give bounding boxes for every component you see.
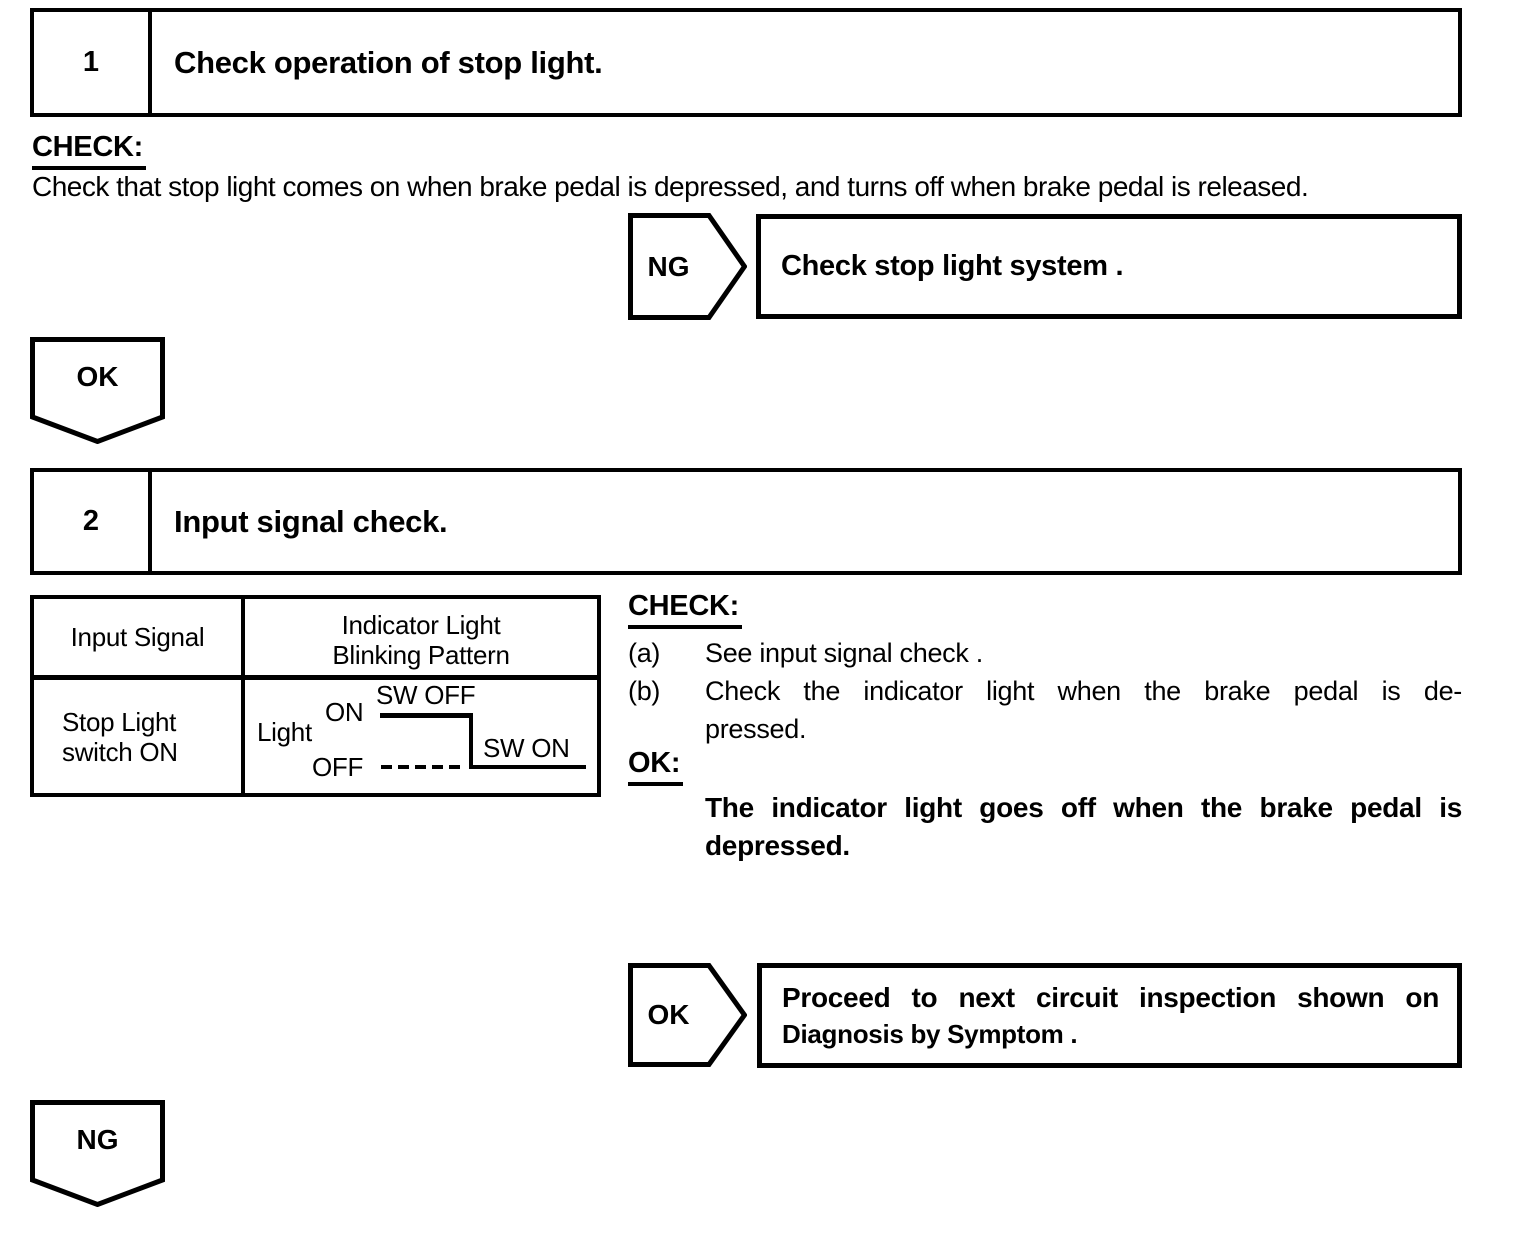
step1-title: Check operation of stop light. (174, 44, 603, 80)
step1-header-box: 1 Check operation of stop light. (30, 8, 1462, 117)
item-b-line2: pressed. (705, 714, 807, 744)
step2-ok-section: OK: (628, 748, 684, 786)
step2-ok-result: The indicator light goes off when the br… (705, 789, 1462, 865)
step2-ok-label: OK (647, 999, 690, 1030)
waveform-sw-on-label: SW ON (483, 733, 570, 763)
waveform-low-line (473, 765, 586, 769)
step1-ok-label: OK (76, 361, 119, 392)
table-column-divider (241, 599, 245, 793)
step2-ok-connector: OK (628, 963, 747, 1067)
table-cell-line2: switch ON (62, 736, 178, 767)
input-signal-table: Input Signal Indicator Light Blinking Pa… (30, 595, 601, 797)
ng-arrow-down-icon (30, 1100, 165, 1207)
ok-result-line1: The indicator light goes off when the br… (705, 792, 1462, 823)
step1-number: 1 (34, 12, 152, 113)
table-cell-stop-light-switch: Stop Light switch ON (34, 680, 241, 793)
step2-check-heading: CHECK: (628, 591, 742, 629)
step1-ng-connector: NG (628, 213, 747, 320)
waveform-cell: Light ON SW OFF OFF SW ON (245, 680, 597, 793)
step2-ng-connector: NG (30, 1100, 165, 1207)
ng-arrow-right-icon (628, 213, 747, 320)
table-header-line1: Indicator Light (341, 609, 501, 640)
table-header-divider (34, 675, 597, 680)
waveform-sw-off-label: SW OFF (376, 680, 476, 710)
ok-result-line2: depressed. (705, 830, 850, 861)
item-a-text: See input signal check . (705, 638, 983, 668)
check-item-a: (a) See input signal check . (628, 634, 1462, 672)
table-header-input-signal: Input Signal (70, 621, 205, 652)
item-a-marker: (a) (628, 638, 661, 668)
waveform-step-line (469, 713, 473, 769)
item-b-text: Check the indicator light when the brake… (705, 672, 1462, 748)
waveform-off-dashed-line (381, 765, 465, 769)
table-header-blinking-pattern: Indicator Light Blinking Pattern (245, 599, 597, 680)
step1-ng-label: NG (647, 250, 690, 282)
step2-ng-label: NG (76, 1124, 119, 1155)
waveform-off-label: OFF (312, 752, 364, 782)
waveform-high-line (380, 713, 473, 718)
item-b-marker: (b) (628, 676, 661, 706)
waveform-signal-label: Light (257, 717, 312, 747)
step2-check-section: CHECK: (628, 591, 742, 629)
step2-header-box: 2 Input signal check. (30, 468, 1462, 575)
step1-check-heading: CHECK: (32, 132, 146, 170)
step1-ng-action-text: Check stop light system . (781, 250, 1124, 282)
waveform-on-label: ON (325, 697, 364, 727)
ok-arrow-down-icon (30, 337, 165, 444)
table-header-line2: Blinking Pattern (332, 639, 510, 670)
step1-ng-action-box: Check stop light system . (756, 214, 1462, 319)
step1-check-text: Check that stop light comes on when brak… (32, 171, 1309, 202)
step2-ok-heading: OK: (628, 748, 684, 786)
step2-ok-action-box: Proceed to next circuit inspection shown… (757, 963, 1462, 1068)
step2-ok-action-line1: Proceed to next circuit inspection shown… (782, 981, 1439, 1013)
item-b-line1: Check the indicator light when the brake… (705, 676, 1462, 706)
step2-ok-action-line2: Diagnosis by Symptom . (782, 1018, 1078, 1049)
step1-check-section: CHECK: (32, 132, 146, 170)
ok-arrow-right-icon (628, 963, 747, 1067)
check-item-b: (b) Check the indicator light when the b… (628, 672, 1462, 748)
step2-number: 2 (34, 472, 152, 571)
table-cell-line1: Stop Light (62, 706, 177, 737)
step2-title: Input signal check. (174, 503, 448, 539)
step1-ok-connector: OK (30, 337, 165, 444)
